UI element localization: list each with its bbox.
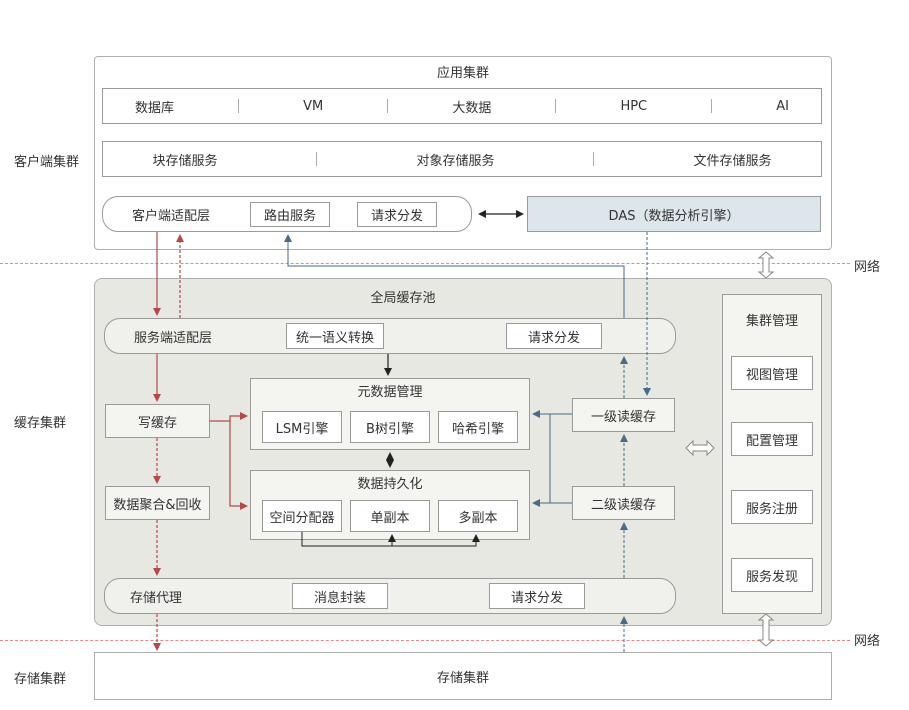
network-label-top: 网络 xyxy=(854,260,881,275)
single-replica: 单副本 xyxy=(350,500,430,532)
service-discovery: 服务发现 xyxy=(731,558,813,592)
divider xyxy=(238,99,240,113)
storage-services-row: 块存储服务 对象存储服务 文件存储服务 xyxy=(102,141,822,177)
app-hpc: HPC xyxy=(620,98,648,114)
block-storage-service: 块存储服务 xyxy=(152,153,218,169)
client-cluster-label: 客户端集群 xyxy=(14,155,80,170)
view-management: 视图管理 xyxy=(731,356,813,390)
l1-read-cache: 一级读缓存 xyxy=(572,398,675,432)
network-line-bottom xyxy=(0,640,850,641)
write-cache: 写缓存 xyxy=(105,404,210,438)
divider xyxy=(711,99,713,113)
server-adapter-label: 服务端适配层 xyxy=(133,330,212,346)
metadata-title: 元数据管理 xyxy=(357,384,423,400)
lsm-engine: LSM引擎 xyxy=(262,411,342,443)
l2-read-cache: 二级读缓存 xyxy=(572,486,675,520)
divider xyxy=(387,99,389,113)
app-ai: AI xyxy=(776,98,789,114)
network-label-bottom: 网络 xyxy=(854,634,881,649)
message-encapsulation: 消息封装 xyxy=(292,583,388,609)
divider xyxy=(593,152,595,166)
app-database: 数据库 xyxy=(135,100,175,116)
global-cache-title: 全局缓存池 xyxy=(370,290,436,306)
client-adapter-label: 客户端适配层 xyxy=(131,208,210,224)
storage-proxy-label: 存储代理 xyxy=(129,590,182,606)
routing-service: 路由服务 xyxy=(250,202,330,227)
divider xyxy=(555,99,557,113)
app-cluster-row: 数据库 VM 大数据 HPC AI xyxy=(102,88,822,124)
object-storage-service: 对象存储服务 xyxy=(416,153,495,169)
persistence-title: 数据持久化 xyxy=(357,476,423,492)
app-bigdata: 大数据 xyxy=(452,100,492,116)
cluster-management-title: 集群管理 xyxy=(745,313,798,329)
das-engine: DAS（数据分析引擎） xyxy=(527,196,821,232)
client-request-dispatch: 请求分发 xyxy=(357,202,437,227)
file-storage-service: 文件存储服务 xyxy=(693,153,772,169)
proxy-request-dispatch: 请求分发 xyxy=(489,583,585,609)
config-management: 配置管理 xyxy=(731,422,813,456)
storage-cluster-panel: 存储集群 xyxy=(94,652,832,700)
divider xyxy=(316,152,318,166)
app-cluster-title: 应用集群 xyxy=(436,65,489,81)
cache-cluster-label: 缓存集群 xyxy=(14,416,67,431)
storage-cluster-label: 存储集群 xyxy=(14,672,67,687)
multi-replica: 多副本 xyxy=(438,500,518,532)
data-aggregate-recycle: 数据聚合&回收 xyxy=(105,486,210,520)
network-line-top xyxy=(0,263,850,264)
space-allocator: 空间分配器 xyxy=(262,500,342,532)
hash-engine: 哈希引擎 xyxy=(438,411,518,443)
server-request-dispatch: 请求分发 xyxy=(506,323,602,349)
semantic-conversion: 统一语义转换 xyxy=(286,323,384,349)
service-registration: 服务注册 xyxy=(731,490,813,524)
btree-engine: B树引擎 xyxy=(350,411,430,443)
app-vm: VM xyxy=(303,98,324,114)
